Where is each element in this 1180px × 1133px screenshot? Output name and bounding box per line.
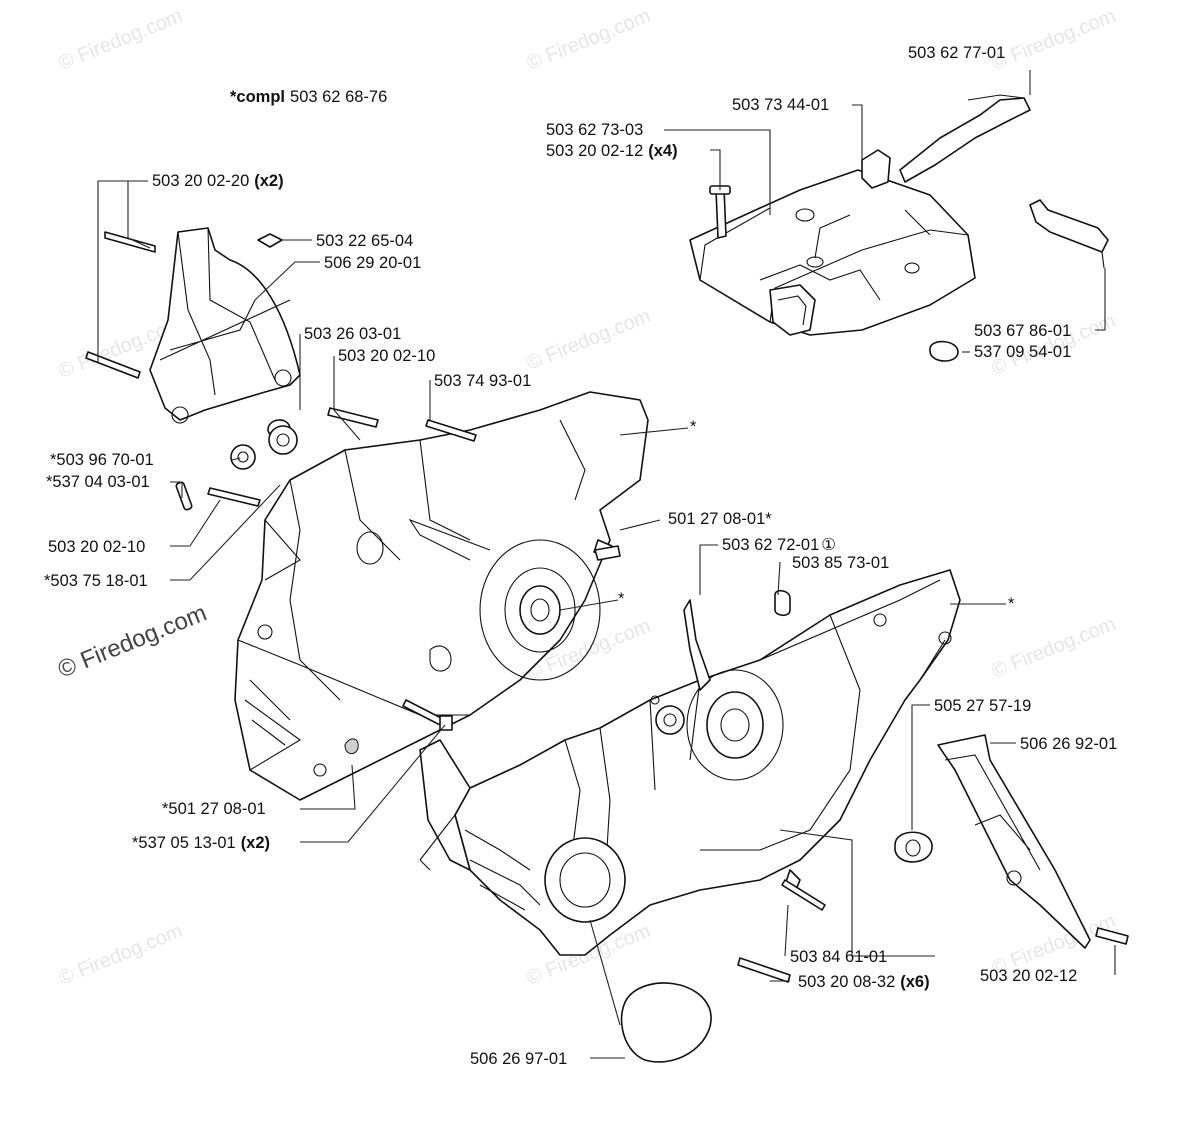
part-quantity: (x2) bbox=[241, 834, 270, 852]
part-label: 503 67 86-01 bbox=[974, 322, 1071, 340]
asterisk-mark: * bbox=[690, 418, 697, 436]
part-label: *537 04 03-01 bbox=[46, 473, 150, 491]
part-number: 503 22 65-04 bbox=[316, 232, 413, 250]
part-number: 503 20 08-32 bbox=[798, 973, 895, 991]
part-number: 503 62 77-01 bbox=[908, 44, 1005, 62]
leader-lines bbox=[97, 70, 1116, 1059]
part-label: *503 75 18-01 bbox=[44, 572, 148, 590]
part-quantity: (x2) bbox=[254, 172, 283, 190]
part-label: 503 20 02-20 (x2) bbox=[152, 172, 284, 190]
part-label: 537 09 54-01 bbox=[974, 343, 1071, 361]
part-label: 503 85 73-01 bbox=[792, 554, 889, 572]
asterisk-mark: * bbox=[1008, 595, 1015, 613]
part-number: 503 20 02-10 bbox=[338, 347, 435, 365]
part-number: 503 62 72-01 bbox=[722, 536, 819, 554]
part-number: 503 73 44-01 bbox=[732, 96, 829, 114]
part-number: *503 96 70-01 bbox=[50, 451, 154, 469]
part-label: 503 62 77-01 bbox=[908, 44, 1005, 62]
part-label: 503 73 44-01 bbox=[732, 96, 829, 114]
part-label: 501 27 08-01* bbox=[668, 510, 772, 528]
asterisk-mark: * bbox=[618, 590, 625, 608]
part-number: 503 20 02-12 bbox=[980, 967, 1077, 985]
part-label: 503 20 02-10 bbox=[338, 347, 435, 365]
part-label: 503 26 03-01 bbox=[304, 325, 401, 343]
part-number: 501 27 08-01* bbox=[668, 510, 772, 528]
clutch-guard-drawing bbox=[85, 227, 301, 424]
part-label: 503 62 73-03 bbox=[546, 121, 643, 139]
part-number: 503 20 02-12 bbox=[546, 142, 643, 160]
watermark: © Firedog.com bbox=[989, 613, 1119, 683]
part-label: 503 20 08-32 (x6) bbox=[798, 973, 930, 991]
compl-number: 503 62 68-76 bbox=[290, 88, 387, 106]
part-number: 506 26 97-01 bbox=[470, 1050, 567, 1068]
watermark: © Firedog.com bbox=[989, 5, 1119, 75]
right-crankcase-drawing bbox=[419, 545, 1129, 1063]
air-filter-cover-drawing bbox=[689, 94, 1109, 362]
part-label: 503 74 93-01 bbox=[434, 372, 531, 390]
part-label: *503 96 70-01 bbox=[50, 451, 154, 469]
part-quantity: (x6) bbox=[900, 973, 929, 991]
part-number: 505 27 57-19 bbox=[934, 697, 1031, 715]
watermark: © Firedog.com bbox=[56, 5, 186, 75]
part-number: *537 04 03-01 bbox=[46, 473, 150, 491]
watermark: © Firedog.com bbox=[56, 920, 186, 990]
part-label: 503 20 02-12 bbox=[980, 967, 1077, 985]
part-number: *503 75 18-01 bbox=[44, 572, 148, 590]
part-label: *501 27 08-01 bbox=[162, 800, 266, 818]
watermark: © Firedog.com bbox=[524, 5, 654, 75]
part-label: *537 05 13-01 (x2) bbox=[132, 834, 270, 852]
part-number: 503 84 61-01 bbox=[790, 948, 887, 966]
watermark-main: © Firedog.com bbox=[54, 599, 210, 683]
part-number: 503 67 86-01 bbox=[974, 322, 1071, 340]
part-number: 503 20 02-20 bbox=[152, 172, 249, 190]
part-note-marker: ① bbox=[821, 536, 836, 554]
part-number: 503 85 73-01 bbox=[792, 554, 889, 572]
part-label: 506 26 92-01 bbox=[1020, 735, 1117, 753]
part-labels: *compl 503 62 68-76 503 62 77-01 503 73 4… bbox=[44, 44, 1117, 1068]
part-number: 503 20 02-10 bbox=[48, 538, 145, 556]
part-number: 503 62 73-03 bbox=[546, 121, 643, 139]
watermark: © Firedog.com bbox=[524, 305, 654, 375]
part-number: 503 74 93-01 bbox=[434, 372, 531, 390]
part-label: 503 84 61-01 bbox=[790, 948, 887, 966]
part-number: *501 27 08-01 bbox=[162, 800, 266, 818]
part-number: 503 26 03-01 bbox=[304, 325, 401, 343]
part-label: 503 20 02-12 (x4) bbox=[546, 142, 678, 160]
compl-label: *compl 503 62 68-76 bbox=[230, 88, 387, 106]
part-label: 506 29 20-01 bbox=[324, 254, 421, 272]
part-number: *537 05 13-01 bbox=[132, 834, 236, 852]
part-label: 506 26 97-01 bbox=[470, 1050, 567, 1068]
compl-prefix: *compl bbox=[230, 88, 285, 106]
part-label: 505 27 57-19 bbox=[934, 697, 1031, 715]
part-number: 506 26 92-01 bbox=[1020, 735, 1117, 753]
part-quantity: (x4) bbox=[648, 142, 677, 160]
part-number: 506 29 20-01 bbox=[324, 254, 421, 272]
part-label: 503 20 02-10 bbox=[48, 538, 145, 556]
part-label: 503 22 65-04 bbox=[316, 232, 413, 250]
part-number: 537 09 54-01 bbox=[974, 343, 1071, 361]
